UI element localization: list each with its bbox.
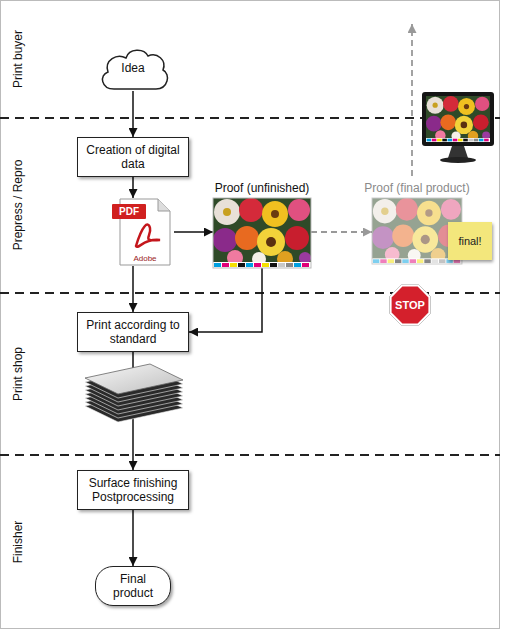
proof-print: Proof (unfinished) [213,198,311,268]
stop-sign: STOP [388,283,432,327]
sticky-note: final! [448,222,492,260]
terminal-box: Final product [95,566,171,606]
connector-arrow [189,268,262,332]
node-label: Idea [121,61,144,75]
node-label: Proof (unfinished) [215,181,310,195]
node-label: Adobe [120,254,170,264]
node-label: Proof (final product) [364,181,469,195]
connector-arrow [174,231,213,233]
lane-label: Print buyer [10,0,26,139]
pdf-file-icon: PDF Adobe [112,198,174,266]
lane-divider [0,454,500,456]
proof-print-final: Proof (final product)final! [372,198,462,264]
frame [1,1,500,629]
node-label: Print according to standard [83,318,183,346]
process-box: Print according to standard [77,312,189,352]
connector-arrow [132,91,134,137]
connector-arrow [132,177,134,198]
node-label: PDF [112,204,146,219]
lane-label: Print shop [10,294,26,454]
feedback-arrow [411,24,413,176]
lane-label: Finisher [10,462,26,622]
connector-arrow [132,510,134,566]
lane-label: Prepress / Repro [10,125,26,285]
process-box: Creation of digital data [77,137,189,177]
proof-picture [213,198,311,268]
monitor-illustration [422,92,494,163]
node-label: final! [458,234,481,248]
paper-stack [85,364,183,422]
node-label: STOP [395,298,425,312]
connector-arrow [311,231,372,233]
node-label: Final product [101,572,165,600]
connector-arrow [132,266,134,312]
process-box: Surface finishing Postprocessing [77,470,189,510]
node-label: Creation of digital data [83,143,183,171]
start-cloud: Idea [96,45,170,91]
node-label: Surface finishing Postprocessing [83,476,183,504]
